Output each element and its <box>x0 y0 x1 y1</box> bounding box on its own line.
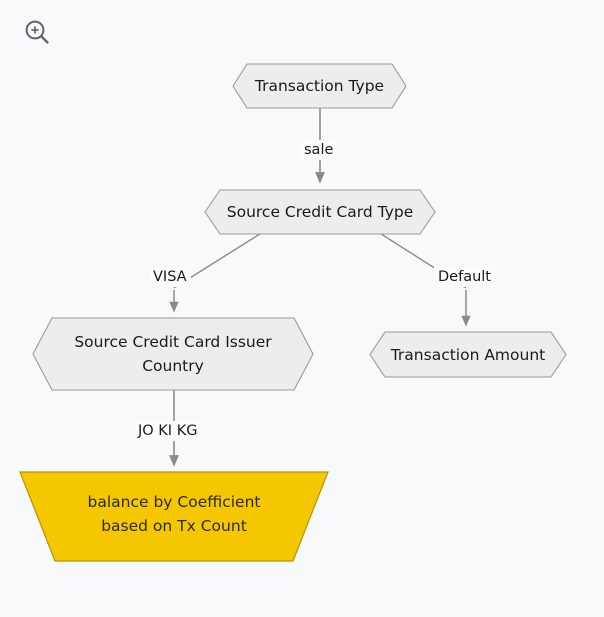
node-source-credit-card-issuer-country[interactable] <box>32 317 314 391</box>
edge-label-visa: VISA <box>149 267 191 287</box>
edge-label-default: Default <box>434 267 495 287</box>
edge-label-countries: JO KI KG <box>134 421 202 441</box>
node-balance-by-coefficient[interactable] <box>19 471 329 562</box>
zoom-in-icon[interactable] <box>20 16 56 52</box>
node-transaction-amount[interactable] <box>369 331 567 378</box>
node-transaction-type[interactable] <box>232 63 407 109</box>
edge-label-sale: sale <box>300 140 338 160</box>
node-source-credit-card-type[interactable] <box>204 189 436 235</box>
